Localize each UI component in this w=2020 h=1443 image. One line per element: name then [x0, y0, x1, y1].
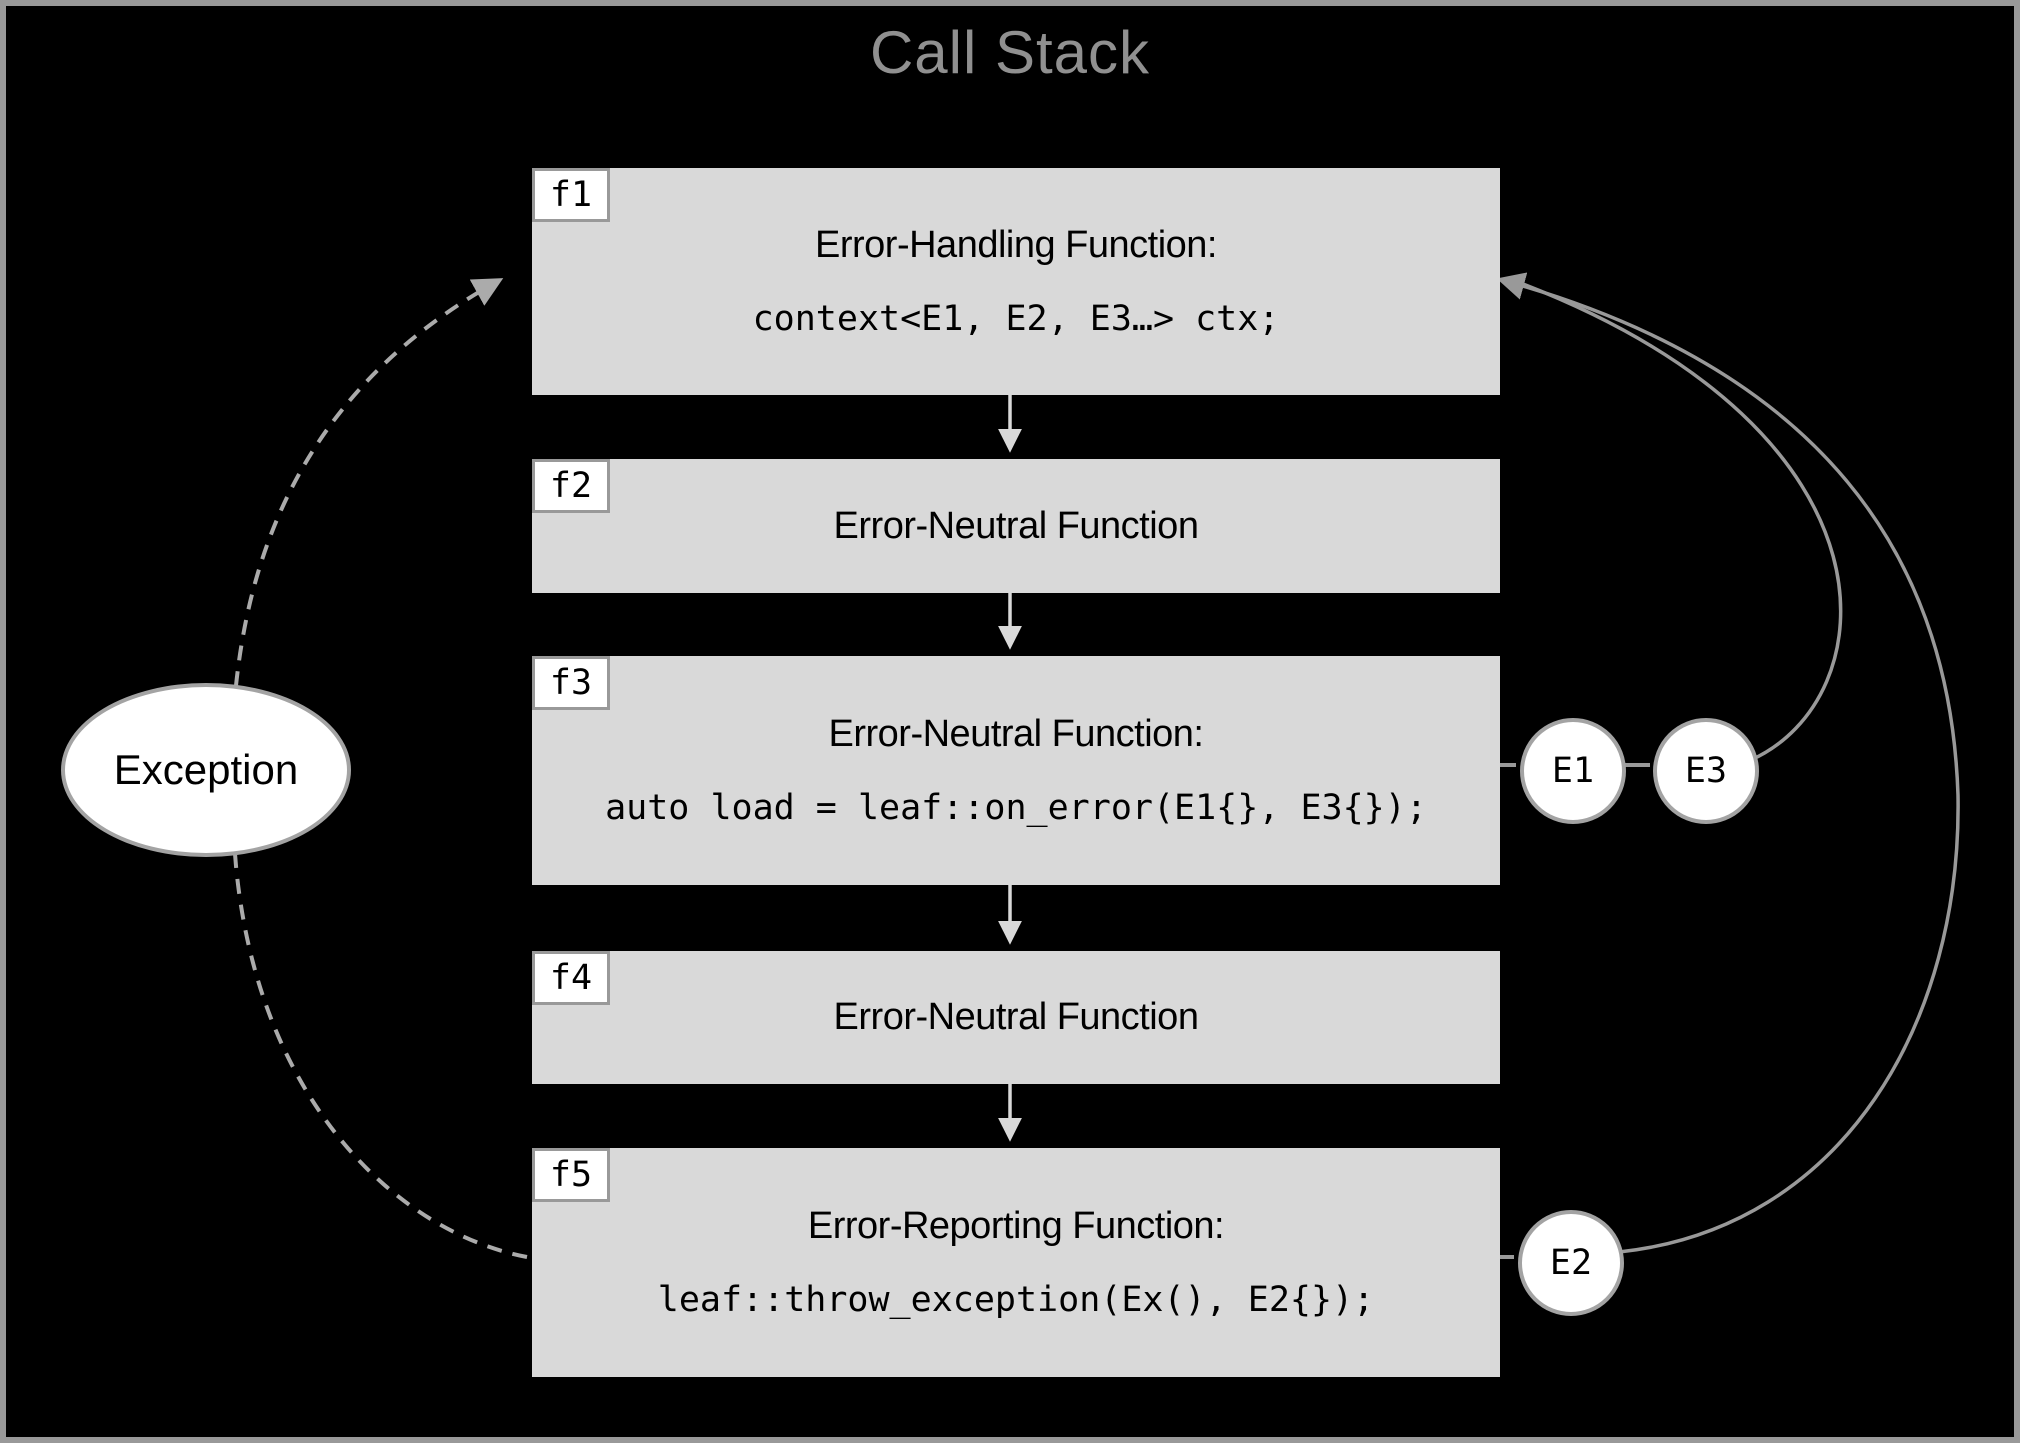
e3-to-f1-curve [1522, 282, 1843, 762]
error-circle-e2: E2 [1518, 1210, 1624, 1316]
stack-frame-f3: f3 Error-Neutral Function: auto load = l… [532, 656, 1500, 885]
diagram-title: Call Stack [869, 19, 1151, 86]
frame-tag-f2: f2 [532, 459, 610, 513]
frame-heading-f1: Error-Handling Function: [815, 224, 1217, 266]
frame-tag-f4: f4 [532, 951, 610, 1005]
exception-propagation-dashed-arrow [229, 278, 528, 1259]
frame-heading-f5: Error-Reporting Function: [807, 1205, 1225, 1247]
frame-code-f1: context<E1, E2, E3…> ctx; [752, 299, 1280, 339]
error-circle-e1-label: E1 [1551, 751, 1595, 791]
frame-code-f3: auto load = leaf::on_error(E1{}, E3{}); [605, 788, 1427, 828]
e2-to-f1-curve [1496, 272, 1960, 1254]
error-circle-e2-label: E2 [1549, 1243, 1593, 1283]
error-circle-e3-label: E3 [1684, 751, 1728, 791]
exception-node: Exception [61, 683, 351, 857]
stack-frame-f4: f4 Error-Neutral Function [532, 951, 1500, 1084]
stack-frame-f5: f5 Error-Reporting Function: leaf::throw… [532, 1148, 1500, 1377]
frame-heading-f3: Error-Neutral Function: [828, 713, 1204, 755]
error-circle-e3: E3 [1653, 718, 1759, 824]
exception-node-label: Exception [113, 746, 299, 793]
frame-heading-f4: Error-Neutral Function [833, 996, 1199, 1038]
frame-heading-f2: Error-Neutral Function [833, 504, 1199, 547]
stack-frame-f1: f1 Error-Handling Function: context<E1, … [532, 168, 1500, 395]
error-circle-e1: E1 [1520, 718, 1626, 824]
frame-tag-f3: f3 [532, 656, 610, 710]
frame-code-f5: leaf::throw_exception(Ex(), E2{}); [657, 1280, 1375, 1320]
stack-frame-f2: f2 Error-Neutral Function [532, 459, 1500, 593]
frame-tag-f5: f5 [532, 1148, 610, 1202]
frame-tag-f1: f1 [532, 168, 610, 222]
